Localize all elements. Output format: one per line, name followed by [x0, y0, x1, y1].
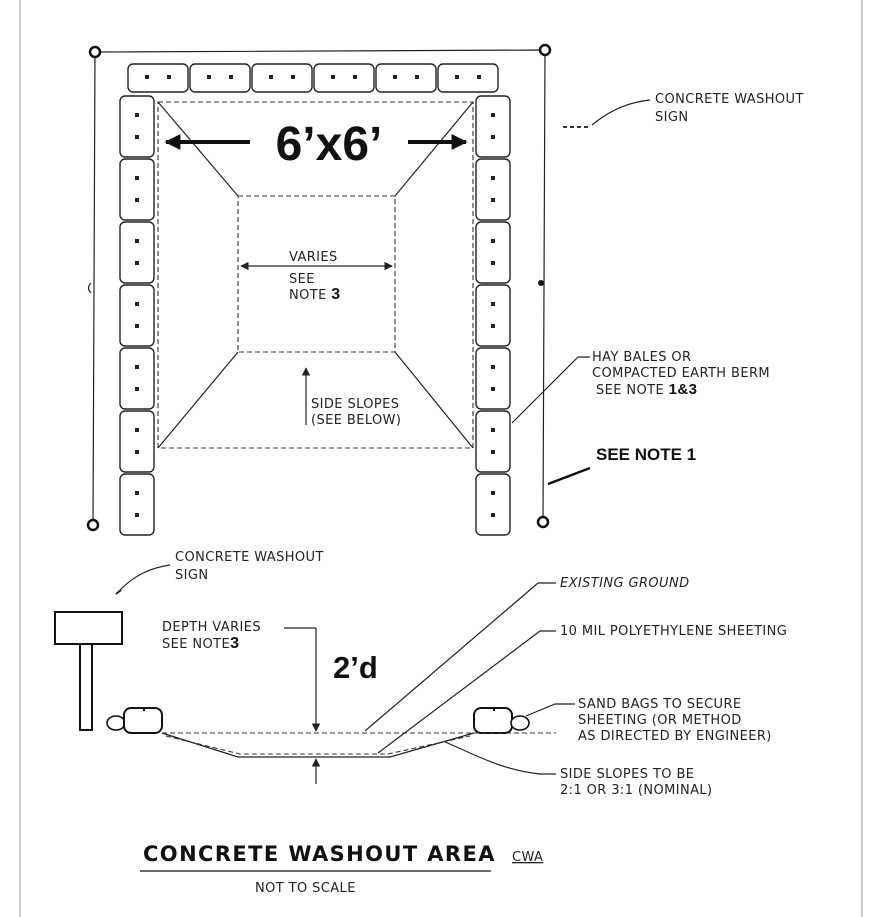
hay-bales-leader	[511, 356, 590, 424]
boundary-post-bl	[86, 518, 100, 532]
sand-bags-left	[106, 707, 163, 734]
plan-boundary-line	[92, 49, 546, 526]
boundary-post-br	[536, 515, 550, 529]
depth-varies-label: DEPTH VARIES	[162, 620, 261, 635]
section-sign-leader	[119, 564, 171, 591]
washout-sign-post	[79, 643, 93, 731]
boundary-knot-right	[538, 280, 544, 286]
poly-sheeting-leader	[377, 630, 556, 754]
hay-bales-label-line2: COMPACTED EARTH BERM	[592, 366, 770, 381]
plan-dimension-label: 6’x6’	[276, 118, 383, 171]
boundary-post-tl	[88, 45, 102, 59]
side-slopes-see-below: (SEE BELOW)	[311, 413, 401, 428]
hay-bales-left-column	[119, 95, 155, 536]
see-note-1-leader	[547, 466, 591, 486]
side-slopes-section-label-line1: SIDE SLOPES TO BE	[560, 767, 694, 782]
sand-bags-label-line3: AS DIRECTED BY ENGINEER)	[578, 729, 772, 744]
plan-sign-leader	[591, 99, 651, 126]
washout-sign-board	[54, 611, 123, 645]
see-note-1-label: SEE NOTE 1	[596, 445, 696, 464]
section-sign-tick	[115, 589, 122, 595]
section-sign-label-line2: SIGN	[175, 568, 208, 583]
sand-bags-label-line1: SAND BAGS TO SECURE	[578, 697, 742, 712]
page-frame	[19, 0, 863, 917]
hay-bales-right-column	[475, 95, 511, 536]
side-slopes-section-leader	[444, 741, 556, 775]
drawing-code: CWA	[512, 850, 543, 865]
depth-value-label: 2’d	[333, 650, 378, 685]
pit-slope-lines	[157, 101, 474, 449]
side-slopes-label: SIDE SLOPES	[311, 397, 399, 412]
hay-bales-label-line1: HAY BALES OR	[592, 350, 691, 365]
drawing-title: CONCRETE WASHOUT AREA	[143, 842, 496, 866]
varies-note-label: NOTE 3	[289, 286, 341, 303]
section-view: CONCRETE WASHOUT SIGN DEPTH VARIES SEE N…	[54, 550, 787, 798]
excavation-profile	[161, 732, 475, 758]
boundary-post-tr	[538, 43, 552, 57]
sand-bags-label-line2: SHEETING (OR METHOD	[578, 713, 742, 728]
plan-sign-label-line1: CONCRETE WASHOUT	[655, 92, 804, 107]
depth-see-note-label: SEE NOTE3	[162, 635, 239, 652]
poly-sheeting-label: 10 MIL POLYETHYLENE SHEETING	[560, 624, 787, 639]
sand-bags-right	[473, 707, 530, 734]
pit-outer-edge	[157, 101, 474, 449]
pit-bottom	[237, 195, 396, 353]
hay-bales-label-line3: SEE NOTE 1&3	[596, 381, 697, 398]
plan-view: 6’x6’ VARIES SEE NOTE 3 SIDE SLOPES (SEE…	[86, 43, 804, 536]
sand-bags-leader	[525, 703, 575, 717]
hay-bales-top-row	[127, 63, 499, 93]
existing-ground-leader	[364, 582, 556, 732]
boundary-tick-left	[87, 282, 92, 294]
section-sign-label-line1: CONCRETE WASHOUT	[175, 550, 324, 565]
side-slopes-section-label-line2: 2:1 OR 3:1 (NOMINAL)	[560, 783, 713, 798]
varies-label: VARIES	[289, 250, 338, 265]
plan-sign-label-line2: SIGN	[655, 110, 688, 125]
varies-see-label: SEE	[289, 272, 315, 287]
drawing-title-block: CONCRETE WASHOUT AREA CWA NOT TO SCALE	[140, 842, 543, 896]
drawing-scale-note: NOT TO SCALE	[255, 881, 356, 896]
existing-ground-label: EXISTING GROUND	[560, 576, 690, 591]
polyethylene-sheeting	[165, 735, 471, 755]
